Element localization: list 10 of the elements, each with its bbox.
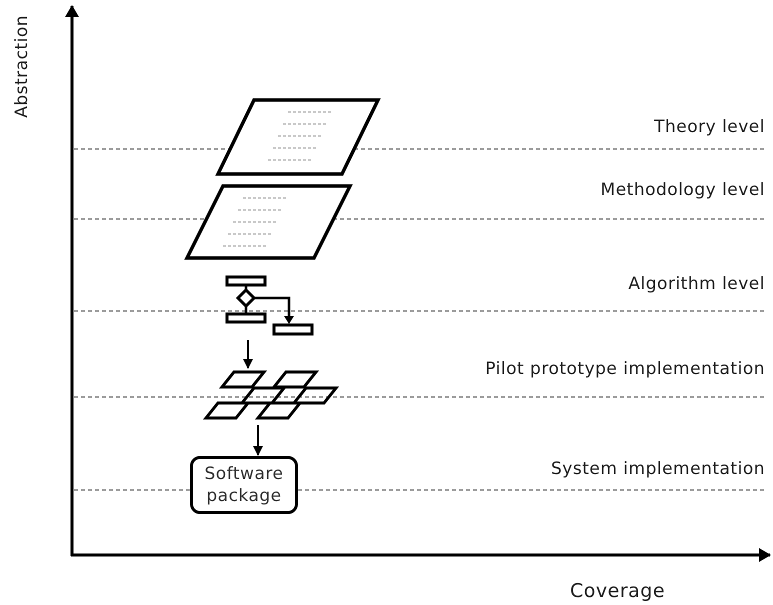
level-label: Methodology level	[600, 180, 765, 200]
level-label: Pilot prototype implementation	[485, 359, 765, 379]
axis-label: Abstraction	[12, 15, 32, 118]
arrow	[253, 425, 263, 456]
level-label: Theory level	[654, 117, 765, 137]
level-label: Algorithm level	[628, 274, 765, 294]
package-box: Software package	[190, 456, 298, 514]
arrow	[243, 340, 253, 369]
level-label: System implementation	[551, 459, 765, 479]
axis-label: Coverage	[570, 580, 666, 602]
